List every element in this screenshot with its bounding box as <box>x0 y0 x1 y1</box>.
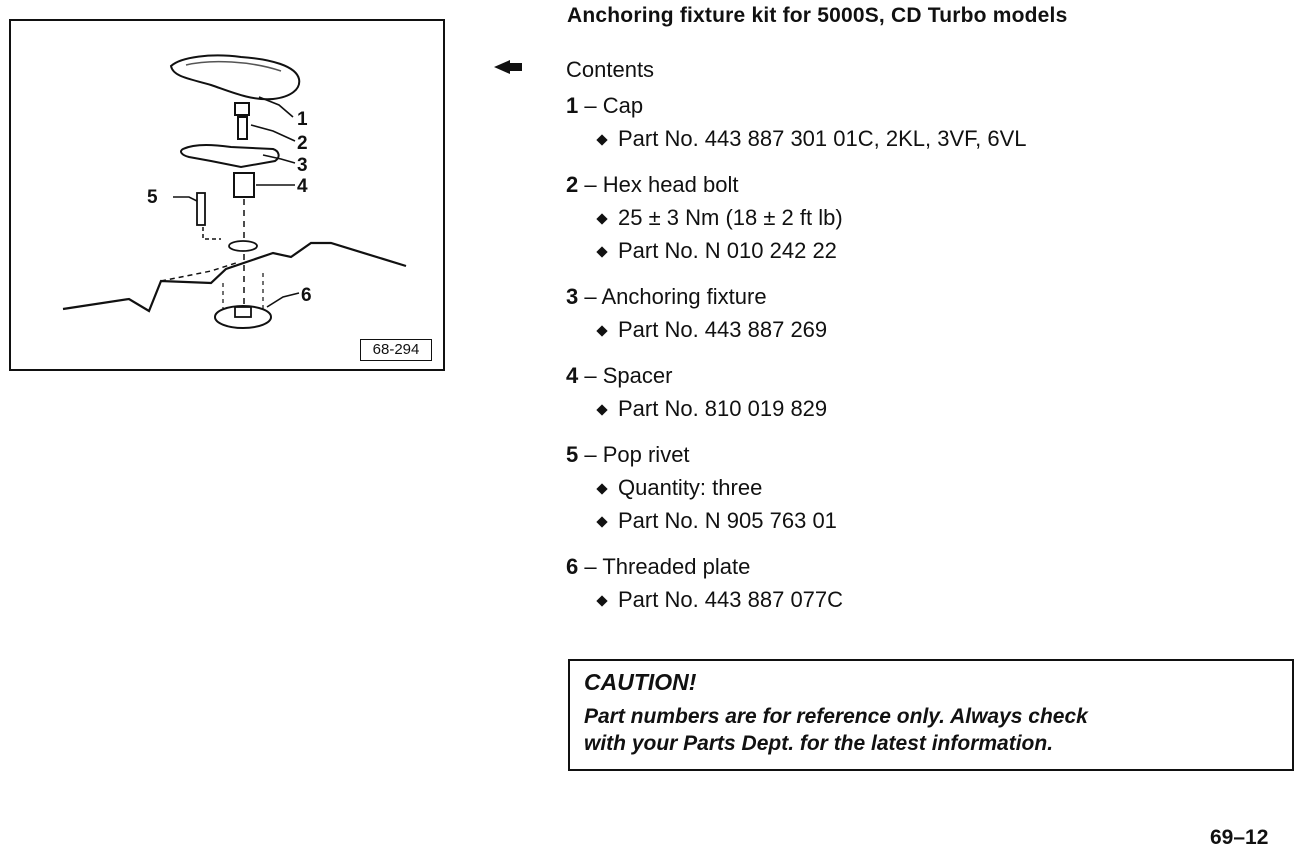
item-detail: Part No. N 905 763 01 <box>596 508 837 533</box>
callout-leader-6 <box>267 293 299 307</box>
item-separator: – <box>578 284 601 309</box>
item-separator: – <box>578 363 602 388</box>
callout-5: 5 <box>147 187 158 208</box>
item-detail: Part No. 810 019 829 <box>596 396 827 421</box>
list-item: 5 – Pop rivet Quantity: three Part No. N… <box>566 439 1027 537</box>
list-item: 6 – Threaded plate Part No. 443 887 077C <box>566 551 1027 616</box>
caution-body: Part numbers are for reference only. Alw… <box>584 703 1280 757</box>
list-item: 4 – Spacer Part No. 810 019 829 <box>566 360 1027 425</box>
item-detail: Quantity: three <box>596 475 762 500</box>
item-name: Threaded plate <box>602 554 750 579</box>
item-separator: – <box>578 93 602 118</box>
list-item: 2 – Hex head bolt 25 ± 3 Nm (18 ± 2 ft l… <box>566 169 1027 267</box>
item-number: 3 <box>566 284 578 309</box>
pop-rivet-part <box>197 193 205 225</box>
contents-heading: Contents <box>566 56 1027 84</box>
item-detail: Part No. 443 887 077C <box>596 587 843 612</box>
exploded-view-drawing: 1 2 3 4 5 6 <box>11 21 443 369</box>
item-number: 4 <box>566 363 578 388</box>
item-name: Pop rivet <box>603 442 690 467</box>
item-name: Anchoring fixture <box>602 284 767 309</box>
pointer-arrow-icon <box>494 60 522 74</box>
item-name: Spacer <box>603 363 673 388</box>
callout-leader-2 <box>251 125 295 141</box>
callout-3: 3 <box>297 155 308 176</box>
item-detail: 25 ± 3 Nm (18 ± 2 ft lb) <box>596 205 843 230</box>
item-detail: Part No. N 010 242 22 <box>596 238 837 263</box>
item-separator: – <box>578 554 602 579</box>
item-detail: Part No. 443 887 301 01C, 2KL, 3VF, 6VL <box>596 126 1027 151</box>
callout-2: 2 <box>297 133 308 154</box>
callout-leader-5 <box>173 197 197 201</box>
callout-4: 4 <box>297 176 308 197</box>
figure-id-label: 68-294 <box>360 339 432 361</box>
body-panel-outline <box>63 243 406 311</box>
caution-line: Part numbers are for reference only. Alw… <box>584 703 1280 730</box>
caution-line: with your Parts Dept. for the latest inf… <box>584 730 1280 757</box>
list-item: 1 – Cap Part No. 443 887 301 01C, 2KL, 3… <box>566 90 1027 155</box>
contents-list: Contents 1 – Cap Part No. 443 887 301 01… <box>566 56 1027 630</box>
callout-1: 1 <box>297 109 308 130</box>
item-number: 5 <box>566 442 578 467</box>
caution-box: CAUTION! Part numbers are for reference … <box>568 659 1294 771</box>
list-item: 3 – Anchoring fixture Part No. 443 887 2… <box>566 281 1027 346</box>
item-number: 1 <box>566 93 578 118</box>
caution-title: CAUTION! <box>584 667 1280 697</box>
bolt-part <box>235 103 249 115</box>
item-number: 6 <box>566 554 578 579</box>
page-number: 69–12 <box>1210 826 1268 850</box>
item-separator: – <box>578 442 602 467</box>
page-title: Anchoring fixture kit for 5000S, CD Turb… <box>567 4 1067 28</box>
spacer-part <box>234 173 254 197</box>
exploded-view-figure: 1 2 3 4 5 6 68-294 <box>9 19 445 371</box>
item-separator: – <box>578 172 602 197</box>
item-number: 2 <box>566 172 578 197</box>
item-name: Cap <box>603 93 643 118</box>
item-detail: Part No. 443 887 269 <box>596 317 827 342</box>
callout-6: 6 <box>301 285 312 306</box>
item-name: Hex head bolt <box>603 172 739 197</box>
